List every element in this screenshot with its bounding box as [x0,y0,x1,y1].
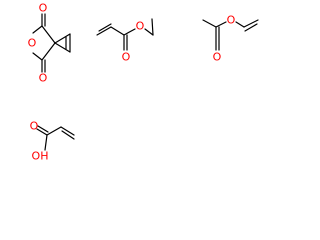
bond [37,125,49,133]
oxygen-atom-label: O [136,20,145,33]
structure-canvas: O O O O O O O O OH [28,2,259,163]
oxygen-atom-label: O [122,51,131,64]
oxygen-atom-label: O [227,14,236,27]
maleic-anhydride-molecule: O O O [28,2,71,85]
oxygen-atom-label: O [39,72,48,85]
bond [61,130,75,140]
acrylic-acid-molecule: O OH [30,120,75,163]
bond [41,42,56,61]
oxygen-atom-label: O [28,37,37,50]
bond [215,21,227,28]
bond [123,28,136,36]
bond [46,126,62,136]
bond [54,33,71,44]
bond [98,23,112,32]
bond [54,42,71,53]
oxygen-atom-label: O [213,51,222,64]
oxygen-atom-label: O [30,120,39,133]
bond [244,23,258,32]
vinyl-acetate-molecule: O O [202,14,259,64]
bond [243,19,259,28]
bond [110,26,125,36]
bond [144,28,154,36]
oxygen-atom-label: O [39,2,48,15]
bond [32,52,43,61]
bond [96,26,112,36]
hydroxyl-label: OH [32,150,49,163]
bond [202,19,217,28]
bond [36,128,48,136]
bond [32,25,43,34]
bond [44,134,48,151]
bond [41,25,56,44]
bond [60,126,75,136]
ethyl-acrylate-molecule: O O [96,18,154,64]
bond [235,21,245,28]
bond [151,18,154,36]
